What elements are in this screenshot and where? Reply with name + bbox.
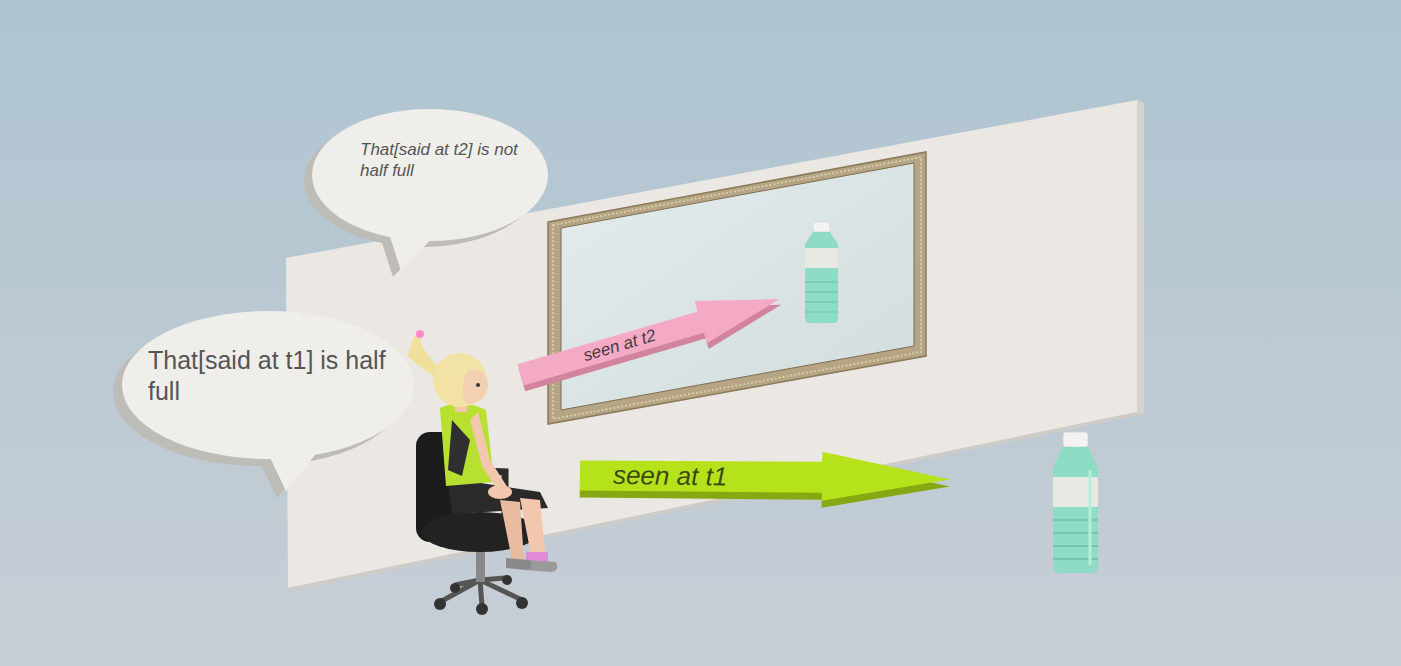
bottle-highlight <box>1089 470 1092 565</box>
leg <box>500 500 524 560</box>
shoe <box>524 560 557 572</box>
chair-seat <box>422 512 538 552</box>
chair-wheel <box>476 603 488 615</box>
wall <box>286 100 1144 590</box>
wall-edge <box>1137 100 1144 414</box>
hair <box>433 353 487 407</box>
office-chair <box>416 432 538 615</box>
bottle-cap <box>1063 432 1088 447</box>
eye <box>476 383 480 387</box>
top-stripe <box>448 420 470 476</box>
arrow-label: seen at t1 <box>580 447 953 508</box>
top <box>440 403 494 486</box>
bubble-tail <box>385 221 437 271</box>
arrow-text: seen at t1 <box>613 459 813 494</box>
arrow-face <box>580 448 951 502</box>
arrow-face <box>514 278 785 396</box>
bubble-outline <box>305 103 555 275</box>
chair-wheel <box>450 583 460 593</box>
mirror-frame <box>548 152 926 424</box>
leg <box>520 498 546 560</box>
bottle-body <box>1053 447 1098 573</box>
bubble-face <box>122 311 414 459</box>
bottle-cap <box>813 222 830 232</box>
hand <box>488 485 512 499</box>
wall-face <box>286 100 1137 588</box>
chair-post <box>476 540 485 582</box>
chair-wheel <box>502 575 512 585</box>
real-bottle <box>1053 432 1098 573</box>
bubble-tail <box>263 443 323 491</box>
bottle-ridges <box>805 282 838 312</box>
shorts <box>448 478 548 514</box>
speech-bubble: That[said at t1] is half full <box>118 305 418 495</box>
mirror-glass <box>561 163 914 410</box>
chair-wheel <box>434 598 446 610</box>
neck <box>455 398 467 412</box>
sock <box>526 552 548 562</box>
chair-armrest <box>450 470 505 520</box>
bottle-label <box>805 248 838 268</box>
speech-bubble: That[said at t2] is not half full <box>305 103 555 275</box>
wall-bottom-edge <box>288 412 1144 590</box>
mirror <box>548 152 926 424</box>
bottle-body <box>805 232 838 323</box>
arm <box>470 412 508 494</box>
speech-text: That[said at t2] is not half full <box>360 139 535 182</box>
mirror-frame-ornament <box>553 157 921 419</box>
chair-base <box>440 578 522 606</box>
mirror-bottle <box>805 222 838 323</box>
hair-tie <box>416 330 424 338</box>
woman <box>408 330 557 572</box>
arrow-label: seen at t2 <box>514 277 786 397</box>
face <box>462 370 488 404</box>
shoe <box>506 558 531 570</box>
chair-wheel <box>516 597 528 609</box>
speech-text: That[said at t1] is half full <box>148 345 393 408</box>
ponytail <box>408 330 438 376</box>
chair-back <box>416 432 466 542</box>
bubble-face <box>312 109 548 241</box>
